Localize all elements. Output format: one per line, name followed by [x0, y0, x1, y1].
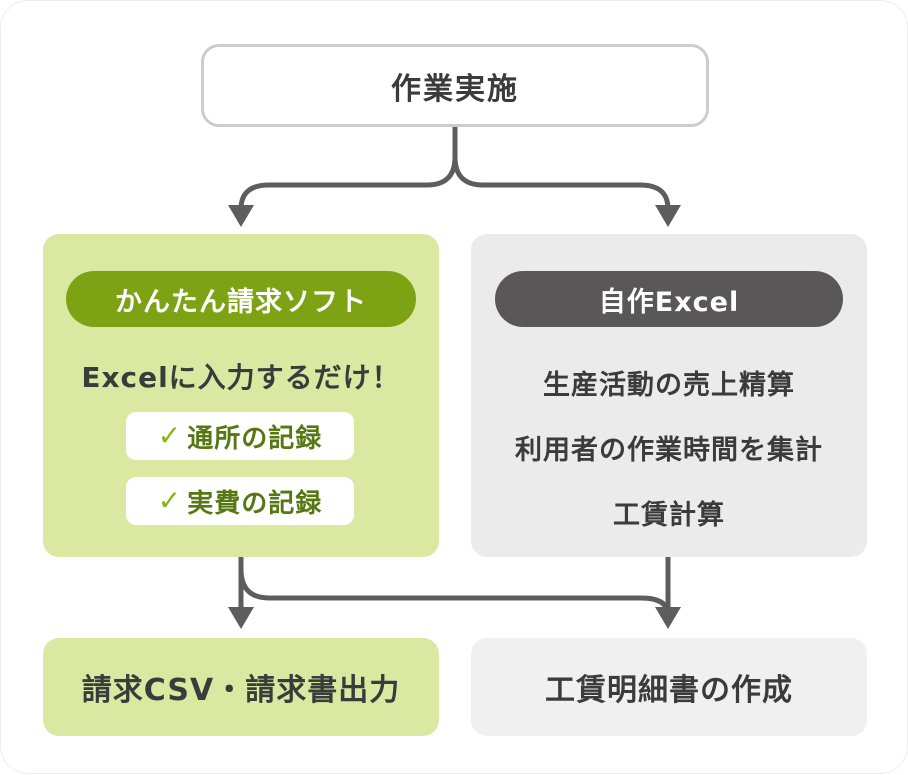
right-panel-steps: 生産活動の売上精算 利用者の作業時間を集計 工賃計算 — [471, 350, 867, 545]
checklist-item-label: 通所の記録 — [187, 423, 323, 454]
branch-arrow-right-line — [452, 127, 671, 210]
check-icon: ✓ — [157, 484, 182, 517]
left-panel-headline: Excelに入力するだけ！ — [81, 361, 401, 394]
check-icon: ✓ — [157, 419, 182, 452]
checklist-item-commute-record: ✓ 通所の記録 — [126, 412, 354, 460]
panel-self-made-excel: 自作Excel 生産活動の売上精算 利用者の作業時間を集計 工賃計算 — [471, 234, 867, 557]
merge-arrow-cross-line — [238, 568, 671, 616]
start-node-label: 作業実施 — [391, 71, 519, 107]
pill-label: 自作Excel — [598, 286, 740, 318]
step-wage-calculation: 工賃計算 — [613, 500, 725, 531]
pill-kantan-billing-software: かんたん請求ソフト — [66, 271, 416, 327]
panel-kantan-billing-software: かんたん請求ソフト Excelに入力するだけ！ ✓ 通所の記録 ✓ 実費の記録 — [43, 234, 439, 557]
checklist-item-expense-record: ✓ 実費の記録 — [126, 477, 354, 525]
pill-label: かんたん請求ソフト — [115, 286, 367, 318]
branch-arrowhead-right — [655, 205, 681, 227]
result-node-wage-statement: 工賃明細書の作成 — [471, 638, 867, 736]
branch-arrowhead-left — [228, 205, 254, 227]
checklist-item-label: 実費の記録 — [187, 488, 323, 519]
result-node-billing-csv-output: 請求CSV・請求書出力 — [43, 638, 439, 736]
merge-arrowhead-left — [228, 607, 254, 629]
step-worktime-aggregation: 利用者の作業時間を集計 — [515, 435, 823, 466]
merge-arrowhead-right — [655, 607, 681, 629]
step-sales-settlement: 生産活動の売上精算 — [543, 370, 795, 401]
start-node: 作業実施 — [201, 44, 709, 127]
pill-self-made-excel: 自作Excel — [495, 271, 843, 327]
branch-arrow-left-line — [238, 127, 458, 210]
